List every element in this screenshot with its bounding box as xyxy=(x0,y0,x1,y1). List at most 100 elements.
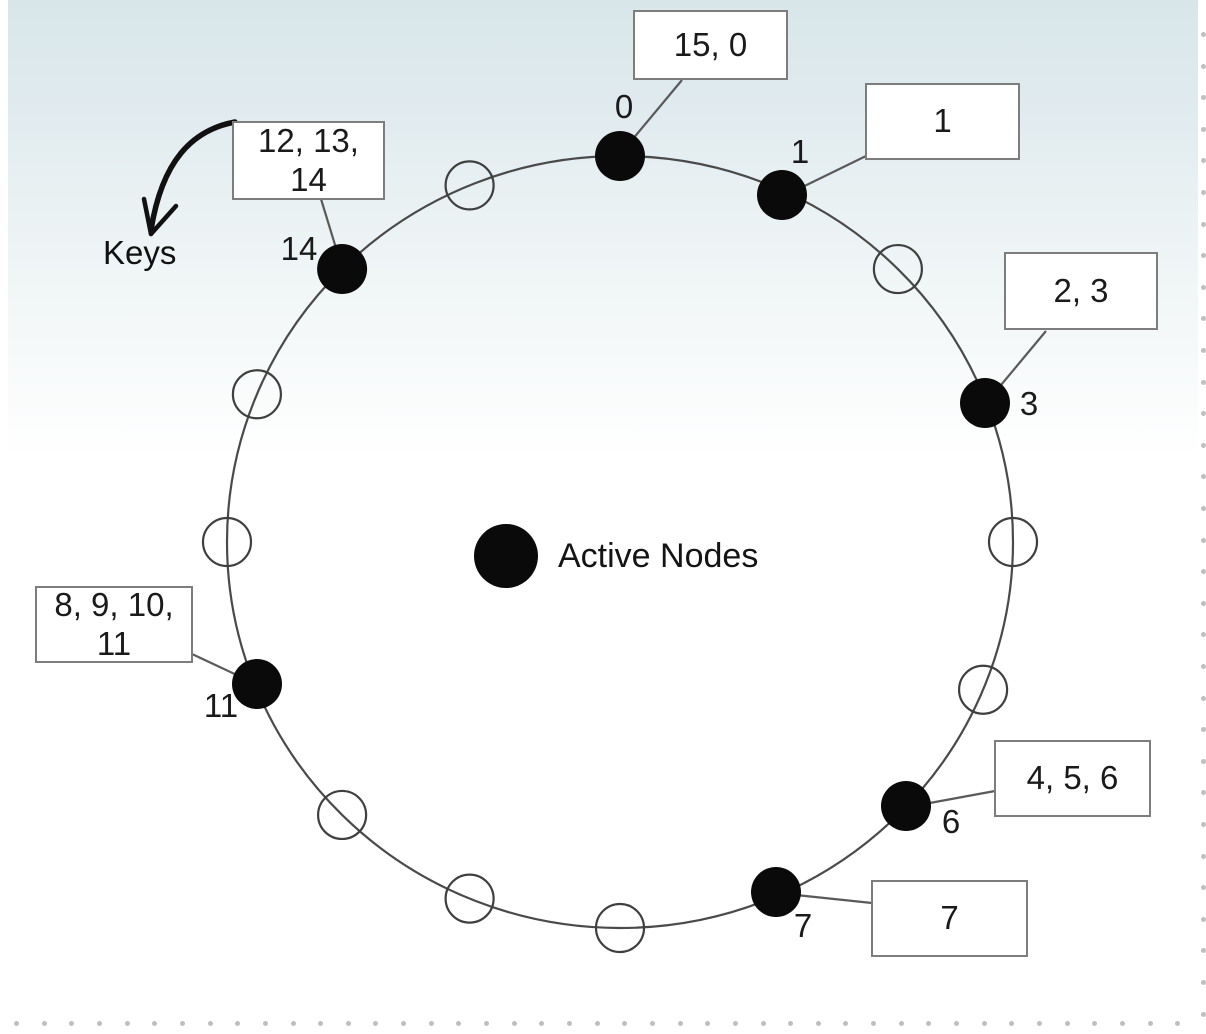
inactive-position-4 xyxy=(987,516,1039,568)
border-dot xyxy=(263,1021,268,1026)
border-dot xyxy=(622,1021,627,1026)
active-node-legend-swatch xyxy=(474,524,538,588)
border-dot xyxy=(761,1021,766,1026)
border-dot xyxy=(871,1021,876,1026)
active-node-11 xyxy=(232,659,282,709)
border-dot xyxy=(1201,64,1206,69)
keys-arrow xyxy=(141,119,238,237)
border-dot xyxy=(1175,1021,1180,1026)
inactive-position-2 xyxy=(872,243,923,295)
node-label-1: 1 xyxy=(791,133,809,170)
node-label-7: 7 xyxy=(794,907,812,944)
active-node-6 xyxy=(881,781,931,831)
border-dot xyxy=(843,1021,848,1026)
border-dot xyxy=(650,1021,655,1026)
border-dot xyxy=(705,1021,710,1026)
border-dot xyxy=(180,1021,185,1026)
border-dot xyxy=(1092,1021,1097,1026)
border-dot xyxy=(1201,411,1206,416)
border-dot xyxy=(1201,506,1206,511)
border-dot xyxy=(1201,664,1206,669)
key-box-node-11: 8, 9, 10, 11 xyxy=(35,586,193,663)
border-dot xyxy=(539,1021,544,1026)
border-dot xyxy=(954,1021,959,1026)
border-dot xyxy=(1201,190,1206,195)
keys-annotation-label: Keys xyxy=(103,234,177,271)
key-box-node-14: 12, 13, 14 xyxy=(232,121,385,200)
active-node-3 xyxy=(960,378,1010,428)
border-dot xyxy=(1201,443,1206,448)
border-dot xyxy=(1201,1012,1206,1017)
inactive-position-10 xyxy=(317,789,368,841)
active-node-1 xyxy=(757,170,807,220)
border-dot xyxy=(1201,538,1206,543)
border-dot xyxy=(346,1021,351,1026)
border-dot xyxy=(1065,1021,1070,1026)
border-dot xyxy=(484,1021,489,1026)
border-dot xyxy=(208,1021,213,1026)
border-dot xyxy=(456,1021,461,1026)
border-dot xyxy=(1201,727,1206,732)
border-dot xyxy=(97,1021,102,1026)
key-box-node-1: 1 xyxy=(865,83,1020,160)
border-dot xyxy=(982,1021,987,1026)
border-dot xyxy=(429,1021,434,1026)
border-dot xyxy=(733,1021,738,1026)
ring-nodes xyxy=(201,131,1039,954)
border-dot xyxy=(1201,348,1206,353)
border-dot xyxy=(14,1021,19,1026)
border-dot xyxy=(1037,1021,1042,1026)
node-label-0: 0 xyxy=(615,88,633,125)
border-dot xyxy=(1201,885,1206,890)
border-dot xyxy=(1201,822,1206,827)
active-node-7 xyxy=(751,867,801,917)
inactive-position-5 xyxy=(957,664,1009,715)
border-dot xyxy=(1201,32,1206,37)
border-dot xyxy=(1201,601,1206,606)
border-dot xyxy=(69,1021,74,1026)
border-dot xyxy=(1201,948,1206,953)
border-dot xyxy=(899,1021,904,1026)
inactive-position-13 xyxy=(231,369,283,420)
border-dot xyxy=(373,1021,378,1026)
border-dot xyxy=(1201,854,1206,859)
border-dot xyxy=(595,1021,600,1026)
border-dot xyxy=(401,1021,406,1026)
border-dot xyxy=(1201,285,1206,290)
legend: Active Nodes xyxy=(474,524,758,588)
border-dot xyxy=(512,1021,517,1026)
border-dot xyxy=(1201,980,1206,985)
border-dot xyxy=(1201,696,1206,701)
key-box-node-0: 15, 0 xyxy=(633,10,788,80)
inactive-position-9 xyxy=(444,873,495,924)
border-dot xyxy=(1201,380,1206,385)
border-dot xyxy=(1201,158,1206,163)
border-dot xyxy=(42,1021,47,1026)
border-dot xyxy=(678,1021,683,1026)
border-dot xyxy=(1201,95,1206,100)
border-dot xyxy=(318,1021,323,1026)
border-dot xyxy=(1201,917,1206,922)
node-label-11: 11 xyxy=(204,687,238,724)
border-dot xyxy=(1201,790,1206,795)
border-dot xyxy=(1201,569,1206,574)
border-dot xyxy=(926,1021,931,1026)
active-node-14 xyxy=(317,244,368,295)
border-dot xyxy=(1009,1021,1014,1026)
border-dot xyxy=(125,1021,130,1026)
border-dot xyxy=(1201,632,1206,637)
inactive-position-15 xyxy=(444,160,495,211)
key-box-node-6: 4, 5, 6 xyxy=(994,740,1151,817)
node-label-3: 3 xyxy=(1020,385,1038,422)
border-dot xyxy=(816,1021,821,1026)
border-dot xyxy=(1120,1021,1125,1026)
legend-label: Active Nodes xyxy=(558,536,759,575)
border-dot xyxy=(1201,316,1206,321)
border-dot xyxy=(567,1021,572,1026)
inactive-position-12 xyxy=(201,516,253,568)
border-dot xyxy=(1201,127,1206,132)
border-dot xyxy=(1201,759,1206,764)
